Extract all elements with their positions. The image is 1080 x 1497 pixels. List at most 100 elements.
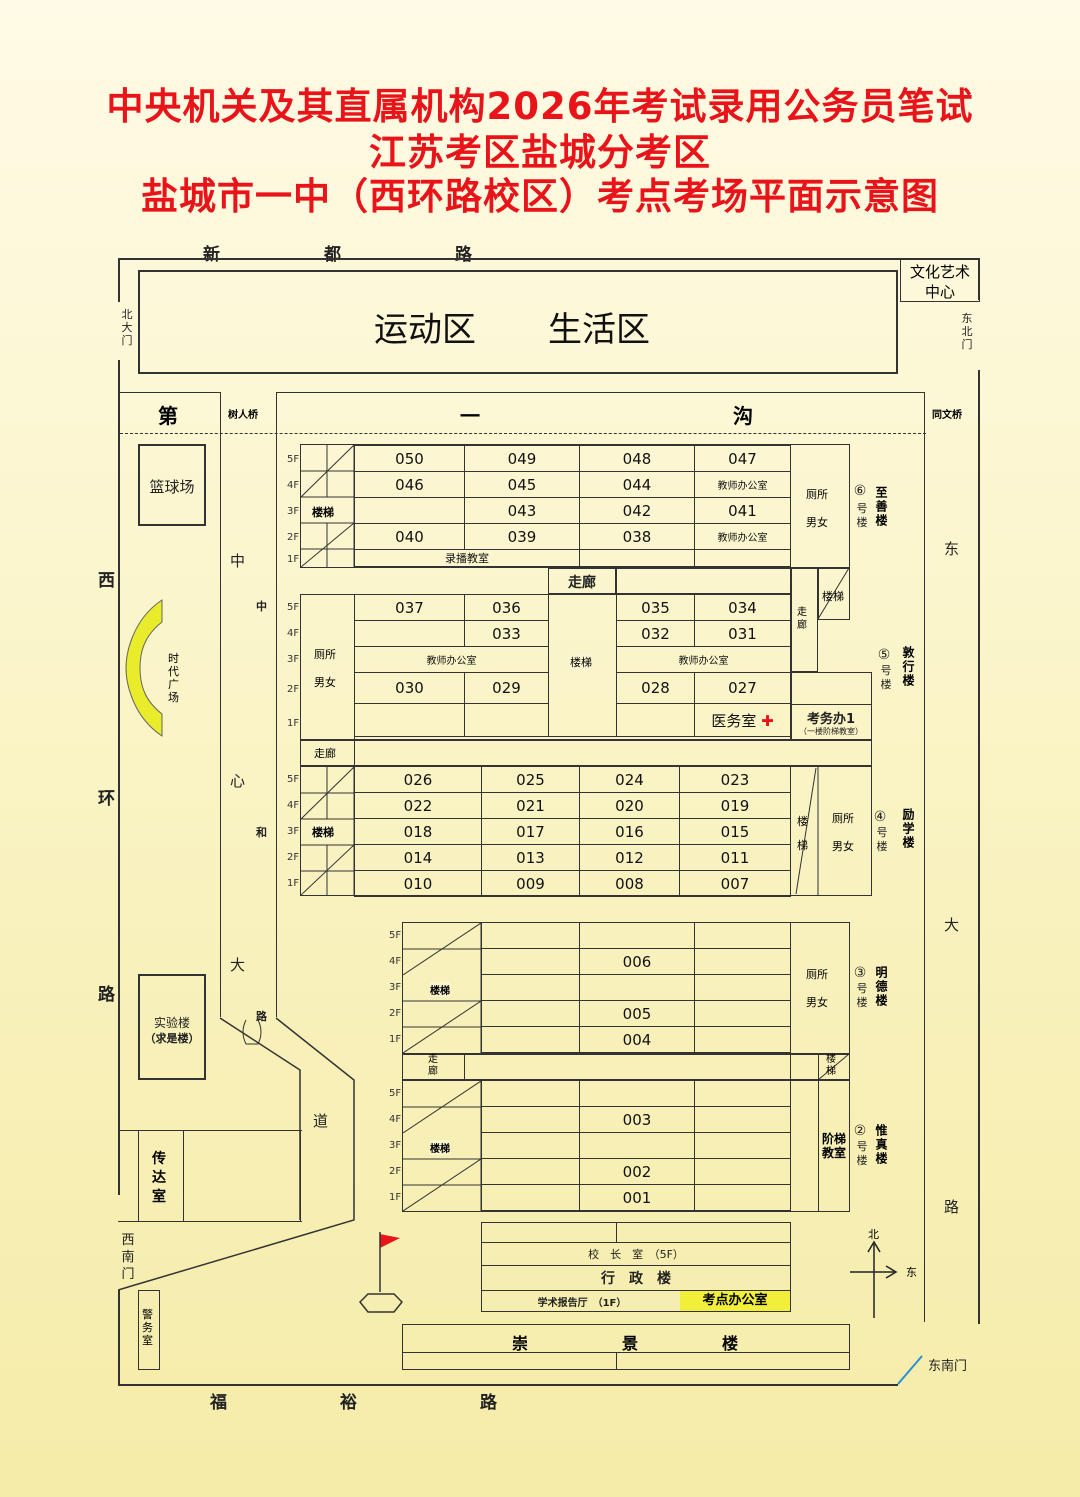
building-4-hao: 号楼 (876, 826, 888, 853)
room-008[interactable]: 008 (579, 870, 680, 897)
room-033[interactable]: 033 (464, 620, 549, 647)
stair-lines-b3 (403, 923, 481, 1053)
room-030[interactable]: 030 (354, 672, 465, 704)
room-035[interactable]: 035 (616, 594, 695, 621)
lecture-hall-1f: 学术报告厅 （1F） (537, 1298, 627, 1309)
room-018[interactable]: 018 (354, 818, 482, 845)
admin-building-name: 行 政 楼 (601, 1271, 671, 1287)
east-north-gate: 东北门 (961, 312, 973, 351)
medical-label: 医务室 (711, 711, 757, 730)
corridor-mid-label: 走廊 (568, 575, 596, 591)
room-010[interactable]: 010 (354, 870, 482, 897)
east-road-char-3: 路 (944, 1198, 960, 1216)
room-020[interactable]: 020 (579, 792, 680, 819)
room-002[interactable]: 002 (579, 1158, 695, 1185)
room-036[interactable]: 036 (464, 594, 549, 621)
floor-label: 4F (287, 480, 300, 491)
building-4-name: 励学楼 (901, 808, 915, 850)
south-road-char-3: 路 (480, 1393, 497, 1413)
compass-north-label: 北 (868, 1228, 879, 1241)
toilet-b6: 厕所 (806, 488, 828, 501)
building-5-number: ⑤ (877, 647, 891, 663)
room-040[interactable]: 040 (354, 523, 465, 550)
room-045[interactable]: 045 (464, 471, 580, 498)
corridor-b5-east (790, 568, 818, 672)
building-5-hao: 号楼 (880, 664, 892, 691)
east-road-char-2: 大 (944, 916, 960, 934)
room-041[interactable]: 041 (694, 497, 791, 524)
room-043[interactable]: 043 (464, 497, 580, 524)
room-025[interactable]: 025 (481, 766, 580, 793)
room-031[interactable]: 031 (694, 620, 791, 647)
room-029[interactable]: 029 (464, 672, 549, 704)
room-042[interactable]: 042 (579, 497, 695, 524)
room-044[interactable]: 044 (579, 471, 695, 498)
room-004[interactable]: 004 (579, 1026, 695, 1053)
building-3-name: 明德楼 (874, 966, 888, 1008)
reception-label: 传达室 (152, 1151, 166, 1205)
north-road-char-2: 都 (324, 245, 341, 265)
compass-icon (850, 1240, 898, 1318)
room-empty (694, 1080, 791, 1107)
west-road-char-2: 环 (98, 789, 115, 809)
building-3-hao: 号楼 (856, 982, 868, 1009)
room-001[interactable]: 001 (579, 1184, 695, 1211)
room-016[interactable]: 016 (579, 818, 680, 845)
room-empty (481, 922, 580, 949)
compass-east-label: 东 (906, 1266, 917, 1279)
corridor-mid (548, 568, 616, 594)
room-006[interactable]: 006 (579, 948, 695, 975)
sports-area-label: 运动区 (374, 310, 476, 350)
room-009[interactable]: 009 (481, 870, 580, 897)
room-022[interactable]: 022 (354, 792, 482, 819)
room-015[interactable]: 015 (679, 818, 791, 845)
room-037[interactable]: 037 (354, 594, 465, 621)
room-047[interactable]: 047 (694, 445, 791, 472)
room-empty (481, 1132, 580, 1159)
room-046[interactable]: 046 (354, 471, 465, 498)
north-road-char-1: 新 (203, 245, 220, 265)
floor-label: 1F (287, 554, 300, 565)
corridor-b3-b2 (402, 1054, 850, 1080)
room-empty (481, 1000, 580, 1027)
room-038[interactable]: 038 (579, 523, 695, 550)
room-005[interactable]: 005 (579, 1000, 695, 1027)
room-026[interactable]: 026 (354, 766, 482, 793)
room-017[interactable]: 017 (481, 818, 580, 845)
room-012[interactable]: 012 (579, 844, 680, 871)
room-039[interactable]: 039 (464, 523, 580, 550)
room-027[interactable]: 027 (694, 672, 791, 704)
canal-char-3: 沟 (733, 404, 753, 428)
toilet-b4: 厕所 (832, 812, 854, 825)
room-021[interactable]: 021 (481, 792, 580, 819)
floor-label: 2F (287, 684, 300, 695)
room-023[interactable]: 023 (679, 766, 791, 793)
room-empty (694, 1184, 791, 1211)
room-034[interactable]: 034 (694, 594, 791, 621)
teacher-office: 教师办公室 (616, 646, 791, 673)
building-4-number: ④ (873, 809, 887, 825)
room-empty (354, 703, 465, 737)
room-014[interactable]: 014 (354, 844, 482, 871)
room-032[interactable]: 032 (616, 620, 695, 647)
room-empty (616, 703, 695, 737)
room-013[interactable]: 013 (481, 844, 580, 871)
central-road-char-3: 大 (230, 956, 246, 974)
room-048[interactable]: 048 (579, 445, 695, 472)
site-office: 考点办公室 (680, 1291, 790, 1311)
room-049[interactable]: 049 (464, 445, 580, 472)
bridge-tongwen: 同文桥 (932, 410, 962, 421)
basketball-court (138, 444, 206, 526)
room-050[interactable]: 050 (354, 445, 465, 472)
room-003[interactable]: 003 (579, 1106, 695, 1133)
room-empty (481, 1158, 580, 1185)
room-028[interactable]: 028 (616, 672, 695, 704)
canal-char-1: 第 (158, 404, 178, 428)
room-019[interactable]: 019 (679, 792, 791, 819)
room-024[interactable]: 024 (579, 766, 680, 793)
floor-label: 4F (287, 628, 300, 639)
room-011[interactable]: 011 (679, 844, 791, 871)
room-007[interactable]: 007 (679, 870, 791, 897)
exam-office-1-sub: （一楼阶梯教室） (799, 727, 863, 736)
